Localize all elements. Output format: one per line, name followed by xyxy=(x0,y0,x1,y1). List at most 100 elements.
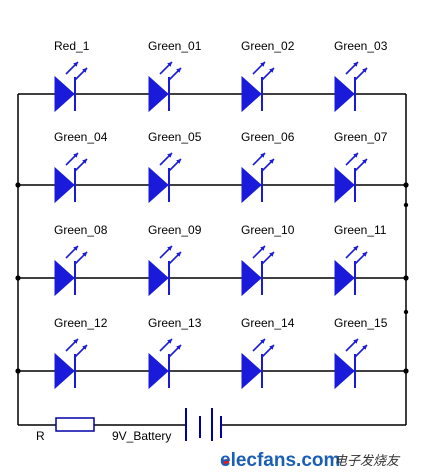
battery xyxy=(185,408,222,441)
led-diode xyxy=(148,245,182,297)
diode-triangle xyxy=(148,259,169,297)
emission-arrow xyxy=(260,153,265,158)
led-label: Green_10 xyxy=(241,223,295,237)
diode-triangle xyxy=(241,352,262,390)
diode-triangle xyxy=(241,75,262,113)
battery-label: 9V_Battery xyxy=(112,429,171,443)
emission-arrow xyxy=(269,252,274,257)
emission-arrow xyxy=(260,62,265,67)
watermark-site: elecfans.com xyxy=(220,450,340,471)
emission-arrow xyxy=(73,62,78,67)
diode-triangle xyxy=(334,75,355,113)
emission-arrow xyxy=(176,68,181,73)
diode-triangle xyxy=(148,166,169,204)
led-label: Green_12 xyxy=(54,316,108,330)
diode-triangle xyxy=(54,166,75,204)
junction-dot xyxy=(15,182,21,188)
emission-arrow xyxy=(353,62,358,67)
emission-arrow xyxy=(362,68,367,73)
emission-arrow xyxy=(353,339,358,344)
led-diode xyxy=(148,61,182,113)
led-label: Green_11 xyxy=(334,223,387,237)
led-label: Green_04 xyxy=(54,130,108,144)
junction-dot xyxy=(15,275,21,281)
led-label: Green_01 xyxy=(148,39,202,53)
emission-arrow xyxy=(176,252,181,257)
led-diode xyxy=(334,152,368,204)
emission-arrow xyxy=(260,246,265,251)
junction-dot xyxy=(403,202,409,208)
led-label: Green_08 xyxy=(54,223,108,237)
emission-arrow xyxy=(362,345,367,350)
emission-arrow xyxy=(167,62,172,67)
emission-arrow xyxy=(82,252,87,257)
emission-arrow xyxy=(73,339,78,344)
emission-arrow xyxy=(167,153,172,158)
led-label: Green_06 xyxy=(241,130,295,144)
emission-arrow xyxy=(82,159,87,164)
led-label: Red_1 xyxy=(54,39,90,53)
led-diode xyxy=(241,152,275,204)
emission-arrow xyxy=(167,339,172,344)
emission-arrow xyxy=(73,246,78,251)
diode-triangle xyxy=(241,166,262,204)
junction-dot xyxy=(403,309,409,315)
diode-triangle xyxy=(241,259,262,297)
diode-triangle xyxy=(148,352,169,390)
led-label: Green_15 xyxy=(334,316,388,330)
diode-triangle xyxy=(54,75,75,113)
led-label: Green_07 xyxy=(334,130,388,144)
led-diode xyxy=(54,152,88,204)
led-label: Green_09 xyxy=(148,223,202,237)
emission-arrow xyxy=(167,246,172,251)
emission-arrow xyxy=(353,246,358,251)
diode-triangle xyxy=(334,259,355,297)
junction-dot xyxy=(403,182,409,188)
emission-arrow xyxy=(362,252,367,257)
led-label: Green_05 xyxy=(148,130,202,144)
led-label: Green_14 xyxy=(241,316,295,330)
emission-arrow xyxy=(362,159,367,164)
junctions xyxy=(15,182,409,374)
diode-triangle xyxy=(54,352,75,390)
diode-triangle xyxy=(334,166,355,204)
junction-dot xyxy=(403,368,409,374)
watermark: ● elecfans.com 电子发烧友 xyxy=(220,450,401,471)
led-label: Green_03 xyxy=(334,39,388,53)
watermark-dot-icon: ● xyxy=(222,453,230,469)
emission-arrow xyxy=(269,159,274,164)
led-label: Green_13 xyxy=(148,316,202,330)
emission-arrow xyxy=(73,153,78,158)
led-diode xyxy=(148,152,182,204)
led-diode xyxy=(54,61,88,113)
junction-dot xyxy=(15,368,21,374)
junction-dot xyxy=(403,275,409,281)
emission-arrow xyxy=(176,345,181,350)
led-diode xyxy=(241,245,275,297)
resistor-label: R xyxy=(36,429,45,443)
diode-triangle xyxy=(54,259,75,297)
emission-arrow xyxy=(176,159,181,164)
led-diode xyxy=(148,338,182,390)
watermark-cn: 电子发烧友 xyxy=(334,454,401,469)
led-diode xyxy=(54,245,88,297)
led-diode xyxy=(241,61,275,113)
emission-arrow xyxy=(260,339,265,344)
resistor xyxy=(55,417,95,432)
led-label: Green_02 xyxy=(241,39,295,53)
emission-arrow xyxy=(82,68,87,73)
emission-arrow xyxy=(269,345,274,350)
led-diode xyxy=(241,338,275,390)
emission-arrow xyxy=(82,345,87,350)
led-diode xyxy=(334,245,368,297)
emission-arrow xyxy=(269,68,274,73)
diode-triangle xyxy=(148,75,169,113)
led-diode xyxy=(334,338,368,390)
diode-triangle xyxy=(334,352,355,390)
emission-arrow xyxy=(353,153,358,158)
led-diode xyxy=(54,338,88,390)
led-diode xyxy=(334,61,368,113)
